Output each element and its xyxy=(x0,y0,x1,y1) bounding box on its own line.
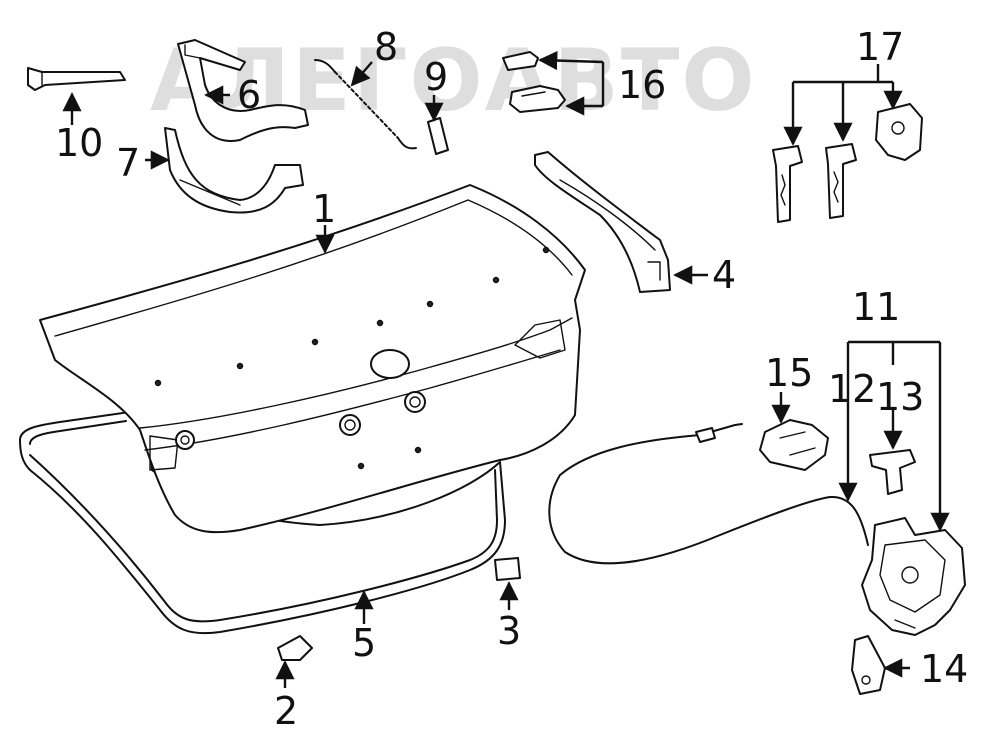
part-handle-13[interactable] xyxy=(869,449,916,495)
part-side-trim[interactable] xyxy=(534,151,671,293)
part-striker[interactable] xyxy=(851,635,886,695)
callout-10: 10 xyxy=(55,121,103,165)
part-key-cylinder[interactable] xyxy=(772,103,923,223)
callout-11: 11 xyxy=(852,285,900,329)
callout-9: 9 xyxy=(424,55,448,99)
callout-labels: 1 2 3 4 5 6 7 8 9 10 11 12 13 14 15 16 1… xyxy=(55,25,968,733)
part-hinge-7[interactable] xyxy=(164,127,304,214)
part-bumper-16[interactable] xyxy=(502,51,566,113)
callout-14: 14 xyxy=(920,647,968,691)
callout-6: 6 xyxy=(237,73,261,117)
callout-4: 4 xyxy=(712,253,736,297)
part-bumper-3[interactable] xyxy=(494,557,521,581)
callout-8: 8 xyxy=(374,25,398,69)
callout-12: 12 xyxy=(828,367,876,411)
part-trunk-lid[interactable] xyxy=(39,184,586,534)
part-opener-switch[interactable] xyxy=(759,419,829,471)
callout-3: 3 xyxy=(497,609,521,653)
part-bracket-2[interactable] xyxy=(277,635,313,661)
leader-arrows xyxy=(62,50,950,688)
callout-15: 15 xyxy=(765,351,813,395)
callout-13: 13 xyxy=(876,375,924,419)
part-support-rod[interactable] xyxy=(27,67,126,91)
part-torsion-spring[interactable] xyxy=(314,59,417,150)
callout-16: 16 xyxy=(618,63,666,107)
part-latch-assembly[interactable] xyxy=(861,517,966,636)
callout-1: 1 xyxy=(312,187,336,231)
callout-7: 7 xyxy=(116,141,140,185)
part-release-cable[interactable] xyxy=(548,423,869,565)
callout-17: 17 xyxy=(856,25,904,69)
callout-5: 5 xyxy=(352,621,376,665)
callout-2: 2 xyxy=(274,689,298,733)
